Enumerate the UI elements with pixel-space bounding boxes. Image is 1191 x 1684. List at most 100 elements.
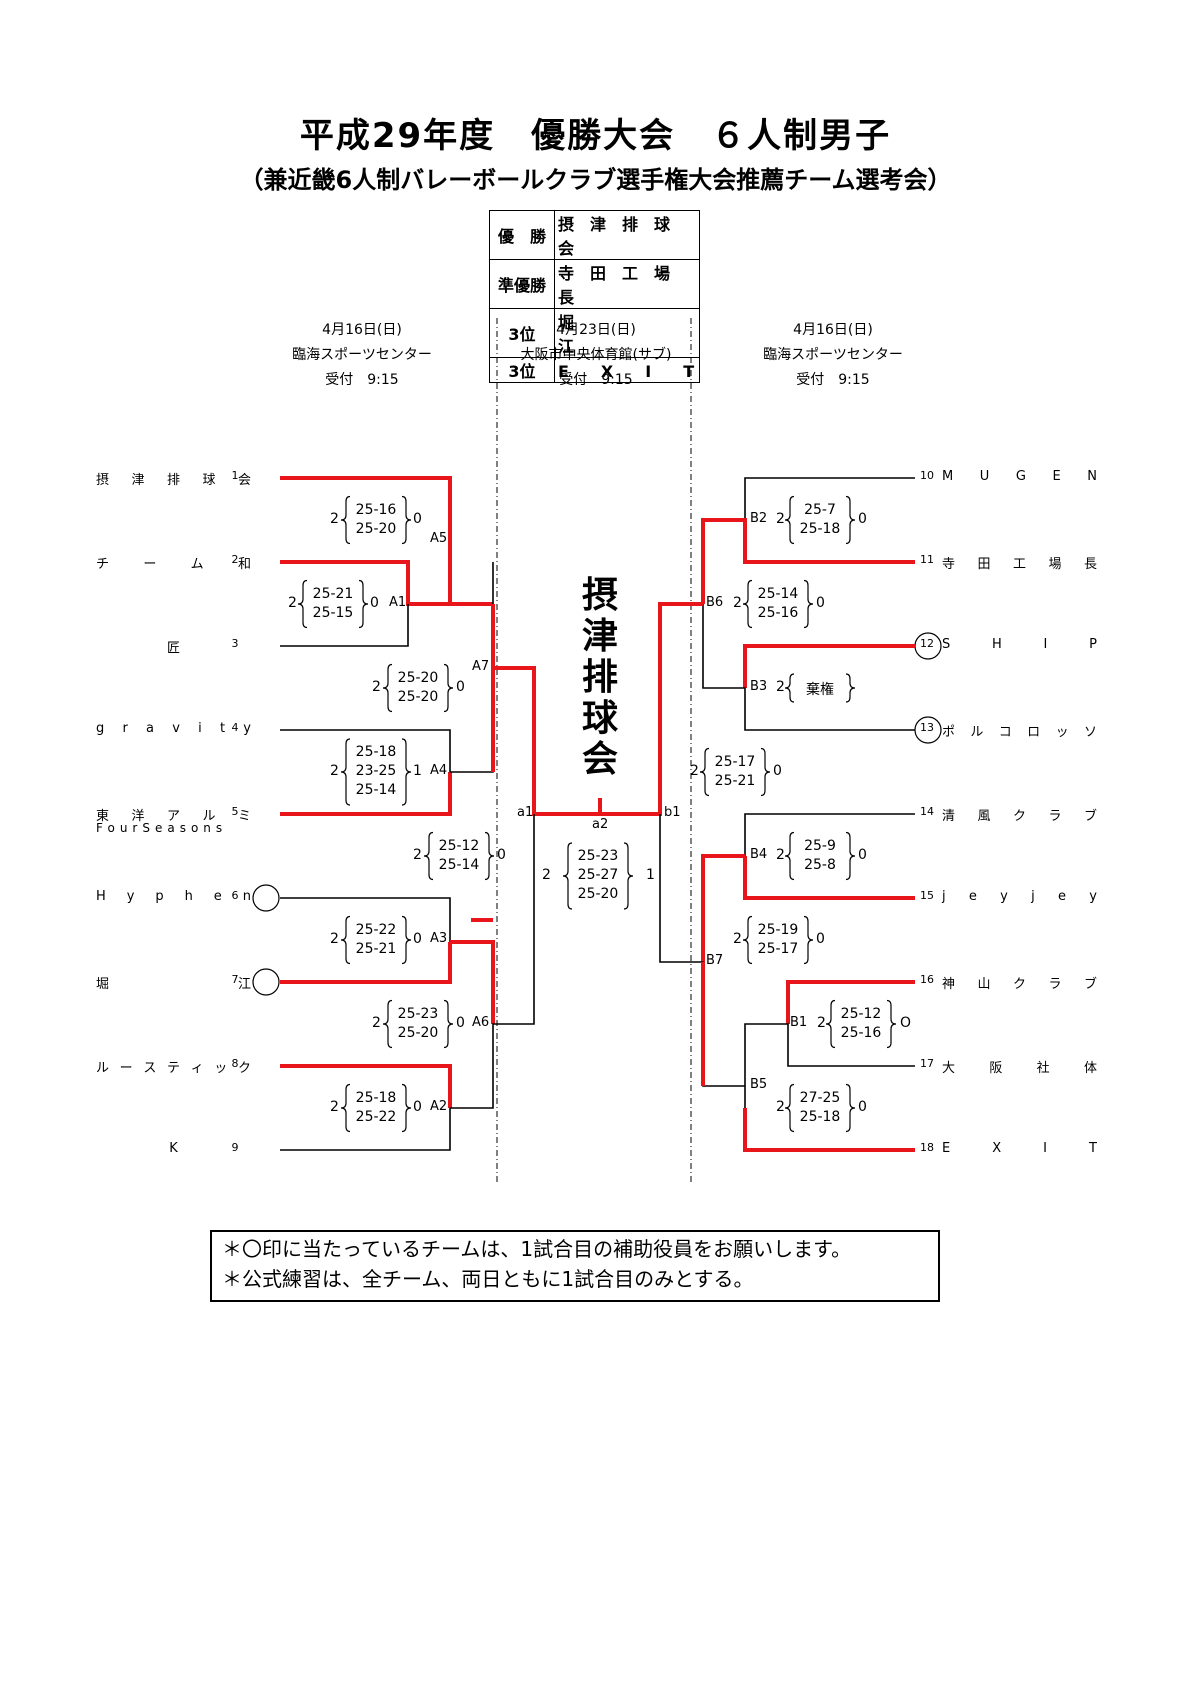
team-name: ルースティック (96, 1061, 251, 1076)
set-score: 25-18 (799, 1108, 841, 1125)
team-name: 寺田工場長 (942, 557, 1097, 572)
bracket-line (786, 980, 915, 1024)
score-brace (803, 915, 814, 965)
bracket-line (450, 814, 535, 1109)
score-brace (623, 842, 634, 910)
set-score: 25-12 (438, 837, 480, 854)
team-number: 9 (231, 1141, 239, 1154)
venue-right: 4月16日(日) 臨海スポーツセンター 受付 9:15 (733, 318, 933, 393)
score-brace (484, 831, 495, 881)
sets-won: 2 (690, 763, 699, 779)
match-id: a1 (517, 805, 534, 820)
set-score: 23-25 (355, 763, 397, 779)
sets-won: 2 (776, 1099, 785, 1115)
match-id: A2 (430, 1099, 448, 1114)
bracket-line (702, 604, 915, 731)
bracket-line (450, 940, 495, 1024)
set-score: 25-20 (397, 688, 439, 705)
team-cell: 寺 田 工 場 長 (554, 259, 700, 309)
sets-won: 2 (288, 595, 297, 611)
rank-cell: 3位 (489, 308, 555, 358)
score-brace (845, 673, 856, 703)
sets-lost: 0 (858, 847, 867, 863)
bracket-line (280, 729, 451, 772)
set-score: 25-9 (804, 837, 836, 854)
match-id: A1 (389, 595, 407, 610)
score-brace (845, 495, 856, 545)
set-score: 25-18 (799, 520, 841, 537)
score-brace (784, 495, 795, 545)
set-score: 25-20 (577, 886, 619, 902)
bracket-line (280, 1108, 451, 1151)
sets-lost: 0 (858, 511, 867, 527)
score-brace (358, 579, 369, 629)
team-name-sub: FourSeasons (96, 821, 228, 835)
set-score: 25-8 (804, 856, 836, 873)
results-row: 3位堀 江 (489, 308, 700, 358)
bracket-line (743, 644, 915, 688)
team-name: 摂津排球会 (96, 473, 251, 488)
score-brace (382, 999, 393, 1049)
set-score: 25-23 (577, 848, 619, 864)
score-brace (742, 915, 753, 965)
set-score: 25-22 (355, 921, 397, 938)
set-score: 25-18 (355, 1089, 397, 1106)
notes-box: ＊〇印に当たっているチームは、1試合目の補助役員をお願いします。 ＊公式練習は、… (210, 1230, 940, 1302)
score-brace (401, 495, 412, 545)
set-score: 25-19 (757, 921, 799, 938)
set-score: 27-25 (799, 1089, 841, 1106)
venue-left: 4月16日(日) 臨海スポーツセンター 受付 9:15 (262, 318, 462, 393)
results-row: 優 勝摂 津 排 球 会 (489, 210, 700, 260)
set-score: 25-21 (714, 772, 756, 789)
sets-won: 2 (776, 847, 785, 863)
team-number: 11 (920, 553, 934, 566)
bracket-line (280, 942, 452, 984)
set-score: 25-20 (397, 669, 439, 686)
set-score: 25-16 (840, 1024, 882, 1041)
sets-lost: 0 (413, 511, 422, 527)
match-id: B1 (790, 1015, 808, 1030)
set-score: 25-23 (397, 1005, 439, 1022)
champion-char: 津 (581, 616, 618, 657)
bracket-line (744, 813, 915, 856)
sets-lost: 0 (497, 847, 506, 863)
seed-circle (252, 968, 280, 996)
bracket-line (280, 476, 493, 606)
sets-won: 2 (733, 931, 742, 947)
team-number: 7 (231, 973, 239, 986)
score-brace (443, 999, 454, 1049)
team-cell: E X I T (554, 357, 700, 383)
bracket-line (280, 604, 409, 647)
sets-won: 2 (372, 679, 381, 695)
team-number: 18 (920, 1141, 934, 1154)
score-brace (784, 673, 795, 703)
bracket-line (744, 1023, 915, 1108)
set-score: 25-21 (312, 585, 354, 602)
score-brace (443, 663, 454, 713)
score-brace (803, 579, 814, 629)
bracket-line (280, 1064, 452, 1108)
set-score: 25-7 (804, 501, 836, 518)
score-brace (340, 495, 351, 545)
sets-lost: 0 (816, 595, 825, 611)
sets-lost: 0 (370, 595, 379, 611)
bracket-line (280, 772, 452, 816)
team-number: 2 (231, 553, 239, 566)
match-id: B2 (750, 511, 768, 526)
score-brace (401, 738, 412, 806)
venue-place: 臨海スポーツセンター (292, 347, 432, 363)
set-score: 25-16 (355, 501, 397, 518)
note-line: ＊公式練習は、全チーム、両日ともに1試合目のみとする。 (222, 1267, 754, 1291)
venue-time: 受付 9:15 (559, 372, 633, 388)
bracket-line (701, 518, 915, 604)
sets-won: 2 (817, 1015, 826, 1031)
sets-lost: 0 (413, 1099, 422, 1115)
score-brace (401, 1083, 412, 1133)
sets-won: 2 (733, 595, 742, 611)
set-score: 25-18 (355, 744, 397, 760)
sets-won: 2 (330, 511, 339, 527)
